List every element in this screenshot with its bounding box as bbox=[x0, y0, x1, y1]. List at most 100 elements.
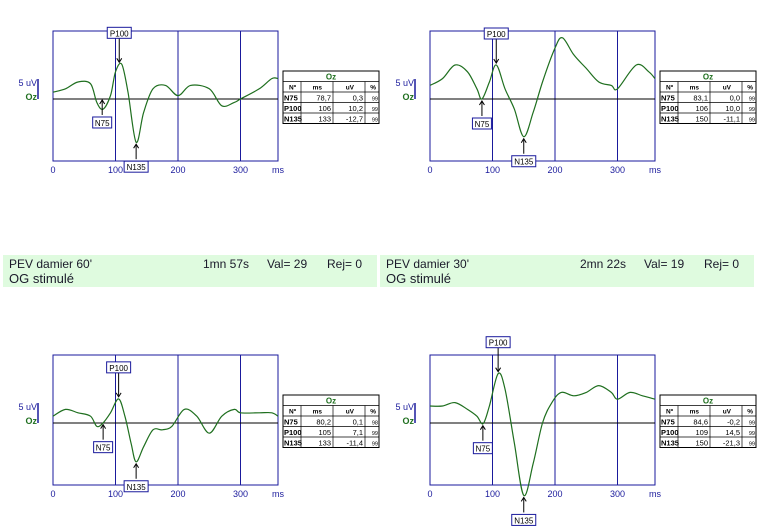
vep-waveform bbox=[429, 372, 656, 497]
x-tick-label-300: 300 bbox=[610, 165, 625, 175]
peak-label-N75: N75 bbox=[95, 119, 110, 128]
valid-count: Val= 29 bbox=[267, 257, 308, 271]
peak-arrowhead-N135 bbox=[133, 462, 140, 469]
x-tick-label-100: 100 bbox=[108, 489, 123, 499]
table-header-cell: ms bbox=[313, 409, 323, 416]
x-tick-label-100: 100 bbox=[485, 165, 500, 175]
peak-arrowhead-N135 bbox=[133, 143, 140, 149]
table-cell-percent: 99 bbox=[372, 107, 378, 113]
table-channel-header: Oz bbox=[326, 397, 336, 406]
table-header-cell: Nº bbox=[289, 85, 297, 92]
recording-duration: 1mn 57s bbox=[203, 257, 250, 271]
peak-label-P100: P100 bbox=[109, 364, 128, 373]
channel-label: Oz bbox=[25, 416, 37, 426]
peak-arrowhead-N135 bbox=[520, 496, 527, 502]
table-cell-amplitude: 10,2 bbox=[348, 104, 363, 113]
peak-label-box-N75 bbox=[93, 441, 114, 454]
x-tick-label-0: 0 bbox=[50, 165, 55, 175]
peak-label-P100: P100 bbox=[489, 339, 508, 348]
table-cell-latency: 83,1 bbox=[693, 94, 708, 103]
table-cell-latency: 109 bbox=[695, 428, 708, 437]
table-cell-percent: 99 bbox=[372, 442, 378, 448]
table-cell-amplitude: 0,1 bbox=[353, 418, 363, 427]
x-tick-label-200: 200 bbox=[170, 165, 185, 175]
table-header-cell: Nº bbox=[666, 409, 674, 416]
peak-label-N135: N135 bbox=[127, 163, 147, 172]
x-tick-label-0: 0 bbox=[427, 489, 432, 499]
table-cell-percent: 99 bbox=[749, 118, 755, 124]
x-tick-label-200: 200 bbox=[547, 165, 562, 175]
x-tick-label-300: 300 bbox=[610, 489, 625, 499]
table-header-cell: % bbox=[747, 85, 753, 92]
x-tick-label-0: 0 bbox=[427, 165, 432, 175]
rejected-count: Rej= 0 bbox=[327, 257, 363, 271]
plot-frame bbox=[429, 354, 656, 486]
protocol-title: PEV damier 60' bbox=[9, 257, 92, 271]
x-tick-label-200: 200 bbox=[170, 489, 185, 499]
rejected-count: Rej= 0 bbox=[704, 257, 740, 271]
table-cell-percent: 99 bbox=[749, 442, 755, 448]
peak-label-P100: P100 bbox=[487, 30, 506, 39]
vep-waveform bbox=[52, 62, 279, 143]
scale-label: 5 uV bbox=[18, 402, 37, 412]
table-cell-latency: 133 bbox=[318, 439, 331, 448]
channel-label: Oz bbox=[25, 92, 37, 102]
peak-arrowhead-P100 bbox=[495, 367, 502, 373]
table-cell-latency: 105 bbox=[318, 428, 331, 437]
recording-info-band-left: PEV damier 60' 1mn 57s Val= 29 Rej= 0 OG… bbox=[3, 255, 377, 287]
peak-label-box-N75 bbox=[471, 117, 492, 130]
table-header-cell: % bbox=[370, 85, 376, 92]
peak-label-N75: N75 bbox=[96, 444, 111, 453]
table-cell-amplitude: 7,1 bbox=[353, 428, 363, 437]
vep-waveform bbox=[52, 398, 279, 463]
table-header-cell: Nº bbox=[666, 85, 674, 92]
results-table bbox=[659, 394, 757, 448]
table-header-cell: Nº bbox=[289, 409, 297, 416]
peak-label-N135: N135 bbox=[514, 158, 534, 167]
valid-count: Val= 19 bbox=[644, 257, 685, 271]
peak-label-box-P100 bbox=[485, 336, 511, 349]
peak-label-box-N135 bbox=[123, 160, 149, 173]
table-cell-amplitude: -11,4 bbox=[346, 439, 363, 448]
x-tick-label-200: 200 bbox=[547, 489, 562, 499]
peak-label-N75: N75 bbox=[475, 120, 490, 129]
peak-arrowhead-P100 bbox=[116, 58, 123, 64]
table-cell-amplitude: 14,5 bbox=[725, 428, 740, 437]
table-channel-header: Oz bbox=[703, 73, 713, 82]
peak-arrowhead-P100 bbox=[115, 392, 122, 398]
table-cell-peak-P100: P100 bbox=[284, 104, 302, 113]
table-cell-amplitude: -0,2 bbox=[727, 418, 740, 427]
plot-frame bbox=[52, 354, 279, 486]
stimulated-eye: OG stimulé bbox=[9, 271, 75, 286]
table-cell-peak-N135: N135 bbox=[284, 115, 302, 124]
table-cell-percent: 99 bbox=[749, 107, 755, 113]
peak-arrowhead-P100 bbox=[493, 58, 500, 64]
x-axis-unit: ms bbox=[649, 165, 661, 175]
results-table bbox=[659, 70, 757, 124]
scale-label: 5 uV bbox=[18, 78, 37, 88]
table-header-cell: % bbox=[370, 409, 376, 416]
table-cell-latency: 80,2 bbox=[316, 418, 331, 427]
table-cell-latency: 106 bbox=[318, 104, 331, 113]
table-cell-peak-P100: P100 bbox=[661, 428, 679, 437]
x-tick-label-300: 300 bbox=[233, 165, 248, 175]
table-cell-latency: 150 bbox=[695, 439, 708, 448]
peak-arrowhead-N75 bbox=[479, 100, 485, 106]
table-cell-amplitude: -21,3 bbox=[723, 439, 740, 448]
peak-label-box-P100 bbox=[106, 26, 132, 39]
table-header-cell: ms bbox=[690, 85, 700, 92]
peak-arrowhead-N75 bbox=[479, 424, 486, 430]
table-cell-amplitude: 0,0 bbox=[730, 94, 740, 103]
table-cell-peak-N135: N135 bbox=[661, 439, 679, 448]
table-cell-amplitude: -12,7 bbox=[346, 115, 363, 124]
x-tick-label-0: 0 bbox=[50, 489, 55, 499]
table-cell-peak-N75: N75 bbox=[284, 94, 298, 103]
table-cell-latency: 106 bbox=[695, 104, 708, 113]
peak-label-box-P100 bbox=[483, 27, 509, 40]
table-cell-peak-N75: N75 bbox=[284, 418, 298, 427]
